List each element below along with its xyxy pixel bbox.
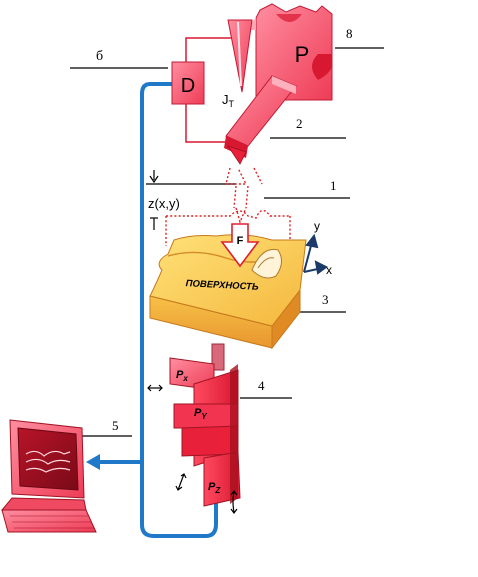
detector-label: D	[181, 75, 195, 97]
axes	[303, 233, 328, 275]
height-indicator	[149, 170, 159, 230]
cable-detector-to-base	[140, 82, 218, 538]
tunnel-current-label: JT	[222, 92, 235, 109]
height-func-label: z(x,y)	[148, 196, 180, 211]
label-8: 8	[346, 26, 353, 41]
tip-shine	[237, 21, 242, 87]
piezo-block	[244, 3, 333, 101]
support-pillar	[211, 343, 225, 371]
axis-y-label: y	[314, 219, 320, 233]
label-3: 3	[322, 292, 329, 307]
cable-arrow-head	[86, 454, 100, 470]
surface-label: ПОВЕРХНОСТЬ	[185, 278, 259, 293]
detector-block	[171, 61, 205, 105]
py-label: PY	[194, 407, 207, 421]
pz-label: PZ	[208, 481, 221, 495]
label-5: 5	[112, 418, 119, 433]
callout-lines	[70, 47, 384, 437]
computer	[0, 419, 97, 533]
blue-cables	[96, 82, 218, 538]
label-1: 1	[330, 178, 337, 193]
force-arrow	[220, 223, 260, 268]
detector-wiring	[185, 37, 236, 143]
px-label: Px	[176, 369, 188, 383]
axis-x-label: x	[326, 263, 332, 277]
force-label: F	[237, 235, 244, 247]
label-4: 4	[258, 378, 265, 393]
piezo-scanner	[169, 357, 241, 507]
cantilever	[224, 75, 297, 165]
surface-block	[149, 234, 307, 350]
motion-arrows	[147, 384, 238, 514]
piezo-label: P	[295, 42, 310, 67]
label-6: б	[96, 49, 103, 64]
label-2: 2	[296, 116, 303, 131]
probe-dotted-outline	[165, 167, 291, 246]
